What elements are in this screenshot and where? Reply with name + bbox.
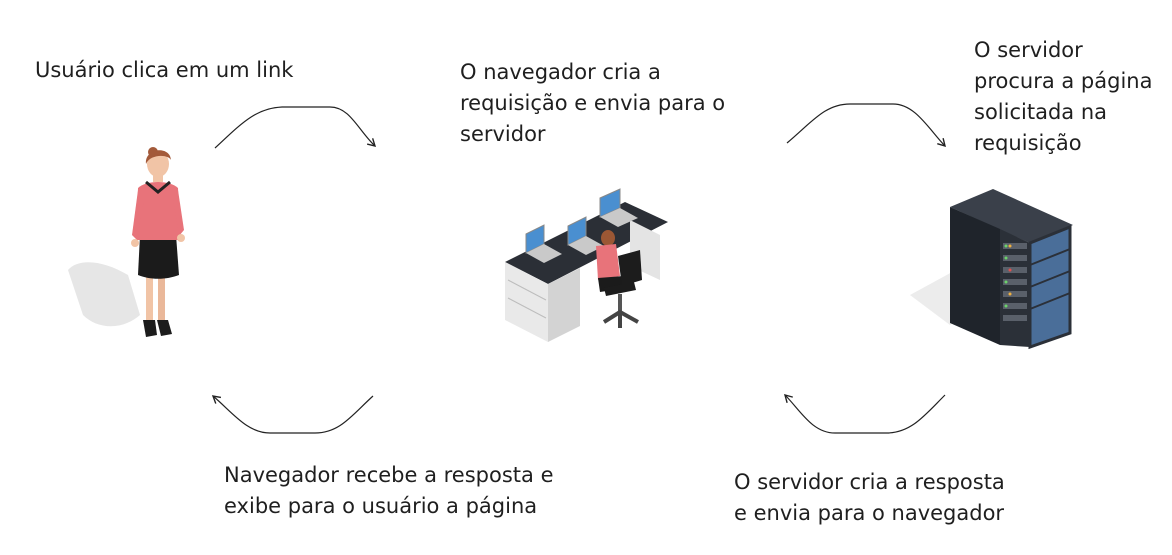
step-text-line: Navegador recebe a resposta e [224,463,554,487]
step-text-line: O servidor [974,38,1083,62]
step-server-creates-response: O servidor cria a resposta e envia para … [734,467,1005,529]
server-rack-icon [910,189,1073,350]
woman-standing-icon [68,147,185,337]
step-text-line: requisição [974,131,1082,155]
arrow-user-to-browser [214,106,377,149]
step-browser-creates-request: O navegador cria a requisição e envia pa… [460,57,725,150]
step-server-searches-page: O servidor procura a página solicitada n… [974,35,1152,159]
workstation-computers-icon [505,188,668,342]
step-text-line: solicitada na [974,100,1107,124]
arrow-browser-to-server [786,103,946,148]
step-text-line: requisição e envia para o [460,91,726,115]
step-text-line: exibe para o usuário a página [224,494,538,518]
step-text-line: Usuário clica em um link [35,58,294,82]
arrow-server-to-browser [784,394,946,434]
step-text-line: procura a página [974,69,1153,93]
step-text-line: e envia para o navegador [734,501,1005,525]
step-user-clicks-link: Usuário clica em um link [35,55,293,86]
step-text-line: servidor [460,122,546,146]
step-text-line: O navegador cria a [460,60,661,84]
arrow-browser-to-user [211,395,374,434]
step-text-line: O servidor cria a resposta [734,470,1005,494]
step-browser-receives-response: Navegador recebe a resposta e exibe para… [224,460,554,522]
